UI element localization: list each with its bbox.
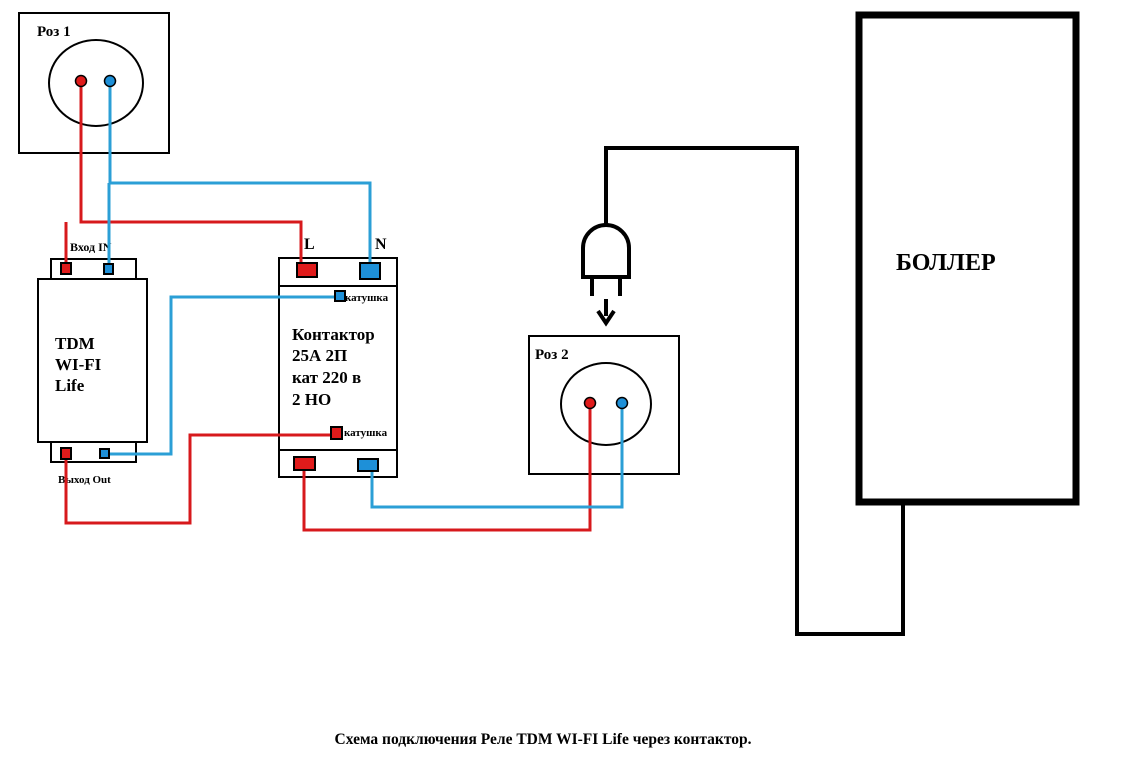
relay-tdm: Вход IN Выход Out TDM WI-FI Life [37, 240, 148, 486]
contactor-terminal-l [296, 262, 318, 278]
coil-top-label: катушка [345, 292, 389, 304]
socket-2-neutral-contact [615, 396, 629, 410]
wire-neutral-to-coil [105, 295, 335, 456]
socket-2-face [560, 362, 652, 446]
contactor-body [278, 285, 398, 451]
terminal-l-label: L [304, 236, 315, 253]
relay-output-label: Выход Out [58, 474, 111, 486]
contactor-text-line3: кат 220 в [292, 368, 361, 387]
relay-terminal-in-neutral [103, 263, 114, 275]
relay-terminal-out-phase [60, 447, 72, 460]
boiler-label: БОЛЛЕР [896, 250, 996, 276]
terminal-n-label: N [375, 236, 387, 253]
contactor-terminal-n [359, 262, 381, 280]
relay-terminal-out-neutral [99, 448, 110, 459]
contactor-coil-terminal-bottom [330, 426, 343, 440]
diagram-caption: Схема подключения Реле TDM WI-FI Life че… [335, 731, 752, 748]
contactor-text-line1: Контактор [292, 325, 375, 344]
wire-phase-to-socket-2 [302, 403, 592, 532]
contactor-output-phase-terminal [293, 456, 316, 471]
relay-name-line3: Life [55, 376, 85, 395]
contactor-output-neutral-terminal [357, 458, 379, 472]
socket-1-label: Роз 1 [37, 24, 71, 40]
arrow-head [596, 309, 616, 327]
relay-body [37, 278, 148, 443]
boiler-power-cord [604, 146, 905, 636]
relay-name-line2: WI-FI [55, 355, 102, 374]
socket-2-phase-contact [583, 396, 597, 410]
plug-icon [581, 223, 631, 296]
coil-bottom-label: катушка [344, 427, 388, 439]
wire-phase-feed [79, 81, 303, 263]
boiler-body [855, 11, 1080, 506]
wire-relay-out-to-coil [64, 433, 331, 525]
relay-input-label: Вход IN [70, 240, 112, 254]
boiler: БОЛЛЕР [855, 11, 1080, 506]
plug-head [581, 223, 631, 279]
socket-1-neutral-contact [103, 74, 117, 88]
wire-neutral-feed [108, 81, 372, 267]
contactor-coil-terminal-top [334, 290, 346, 302]
socket-1: Роз 1 [18, 12, 170, 154]
relay-terminal-in-phase [60, 262, 72, 275]
socket-1-phase-contact [74, 74, 88, 88]
contactor-text-line4: 2 НО [292, 390, 331, 409]
contactor: L N катушка катушка Контактор 25А 2П кат… [278, 236, 398, 478]
relay-bottom-terminal-block [50, 441, 137, 463]
contactor-text-line2: 25А 2П [292, 346, 347, 365]
socket-2-label: Роз 2 [535, 347, 569, 363]
relay-name-line1: TDM [55, 334, 95, 353]
wire-neutral-to-socket-2 [370, 403, 624, 509]
socket-2: Роз 2 [528, 335, 680, 475]
arrow-down-icon [596, 299, 616, 327]
socket-1-face [48, 39, 144, 127]
